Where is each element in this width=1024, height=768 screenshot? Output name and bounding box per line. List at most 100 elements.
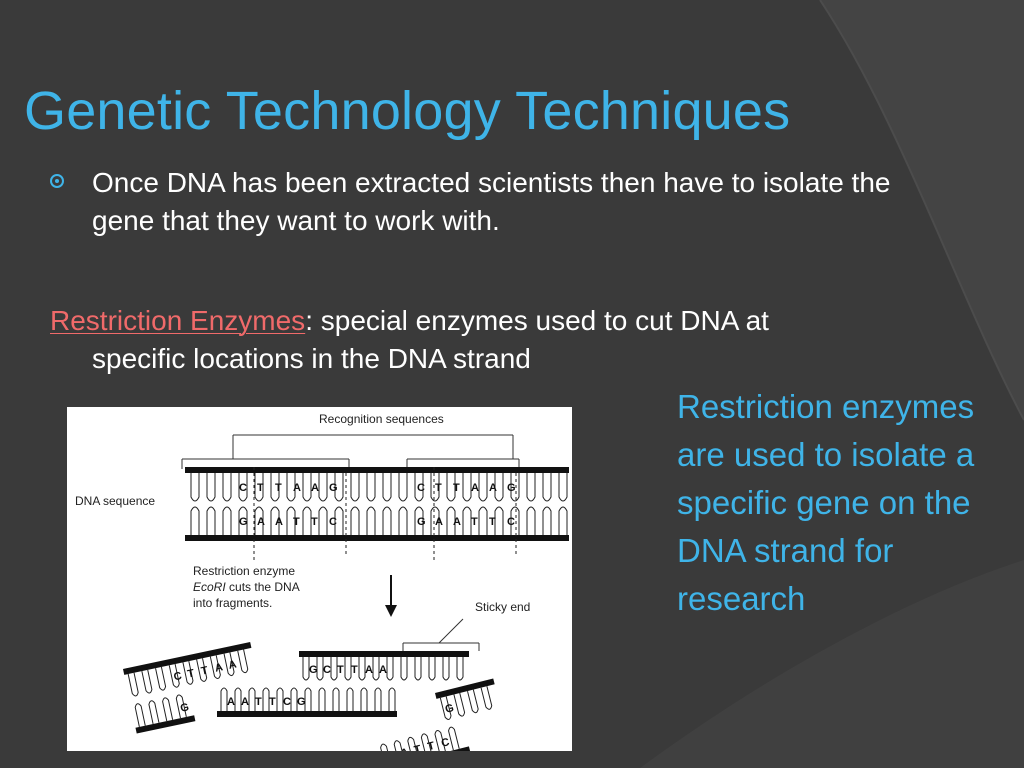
bg-curve-bottom-right [640,560,1024,768]
fragment-rung-bottom [276,687,284,711]
dna-rung-bottom [382,506,392,535]
dna-rung-bottom [462,506,472,535]
dna-rung-top [318,473,328,502]
circle-bullet-icon [50,174,64,188]
fragment-rung-bottom [407,736,419,751]
enzyme-label-line1: Restriction enzyme [193,564,295,578]
dna-rung-top [446,473,456,502]
bottom-base-letter: T [489,516,496,528]
definition-block: Restriction Enzymes: special enzymes use… [50,302,970,378]
fragment-bottom-base: T [413,743,423,751]
dna-rung-bottom [270,506,280,535]
top-base-letter: G [507,482,516,494]
top-base-letter: A [489,482,497,494]
dna-rung-bottom [254,506,264,535]
top-base-letter: T [435,482,442,494]
fragment-rung-bottom [148,700,160,725]
fragment-bottom-base: A [227,696,235,708]
dna-rung-top [478,473,488,502]
dna-rung-top [462,473,472,502]
fragment-bottom-base: C [440,736,451,750]
cut-line-2 [433,467,517,563]
bottom-base-letter: A [257,516,265,528]
bottom-base-letter: C [329,516,337,528]
fragment-rung-top [344,657,352,681]
dna-rung-bottom [542,506,552,535]
top-base-letter: A [471,482,479,494]
fragment-rung-bottom [290,687,298,711]
fragment-rung-top [386,657,394,681]
bottom-base-letter: T [293,516,300,528]
dna-rung-bottom [430,506,440,535]
dna-rung-bottom [510,506,520,535]
fragment-top-base: T [351,664,358,676]
recognition-ticks [181,459,520,469]
fragment-bottom-base: A [399,746,410,751]
fragment-top-base: C [323,664,331,676]
dna-rung-top [190,473,200,502]
dna-rung-bottom [334,506,344,535]
fragment-bottom-base: C [283,696,291,708]
fragment-top-base: A [365,664,373,676]
fragment-bottom-base: G [297,696,306,708]
dna-rung-bottom [526,506,536,535]
fragment-top-base: A [214,661,224,674]
dna-rung-top [526,473,536,502]
dna-rung-top [238,473,248,502]
top-base-letter: T [257,482,264,494]
top-base-letter: T [453,482,460,494]
bottom-base-letter: C [507,516,515,528]
bg-curve-line [819,0,1024,421]
fragment-top-backbone [123,641,252,675]
enzyme-action: cuts the DNA [226,580,300,594]
side-note: Restriction enzymes are used to isolate … [677,388,975,617]
top-base-letter: A [311,482,319,494]
top-base-letter: A [293,482,301,494]
recognition-bracket-left [182,447,349,460]
fragment-rung-bottom [393,740,406,751]
fragment-rung-bottom [220,687,228,711]
bottom-base-letter: T [471,516,478,528]
fragment-rung-top [442,657,450,681]
fragment-rung-top [400,657,408,681]
dna-rung-top [334,473,344,502]
top-base-letter: G [329,482,338,494]
fragment-rung-bottom [388,687,396,711]
fragment-top-backbone [299,651,469,657]
dna-rung-bottom [494,506,504,535]
fragment-rung-top [372,657,380,681]
dna-rung-bottom [478,506,488,535]
dna-rung-bottom [302,506,312,535]
dna-rung-top [542,473,552,502]
definition-line1: : special enzymes used to cut DNA at [305,305,769,336]
dna-rung-top [222,473,232,502]
fragment-rung-top [196,658,208,682]
fragment-rung-bottom [175,694,187,719]
fragment-top-base: A [227,658,237,671]
fragment-top-base: C [173,670,183,683]
fragment-top-base: G [309,664,318,676]
top-base-letter: T [275,482,282,494]
fragment-rung-bottom [262,687,270,711]
dna-rung-top [350,473,360,502]
sticky-end-label: Sticky end [475,600,530,614]
fragment-bottom-base: G [179,701,190,715]
dna-rung-top [414,473,424,502]
dna-rung-bottom [190,506,200,535]
dna-rung-bottom [446,506,456,535]
dna-rung-top [510,473,520,502]
fragment-rung-bottom [332,687,340,711]
cut-line-1 [253,467,347,563]
fragment-bottom-base: T [426,740,436,751]
bottom-base-letter: A [275,516,283,528]
fragment-rung-top [467,689,479,714]
bottom-base-letter: G [417,516,426,528]
definition-term: Restriction Enzymes [50,305,306,336]
fragment-bottom-base: A [241,696,249,708]
dna-rung-bottom [222,506,232,535]
